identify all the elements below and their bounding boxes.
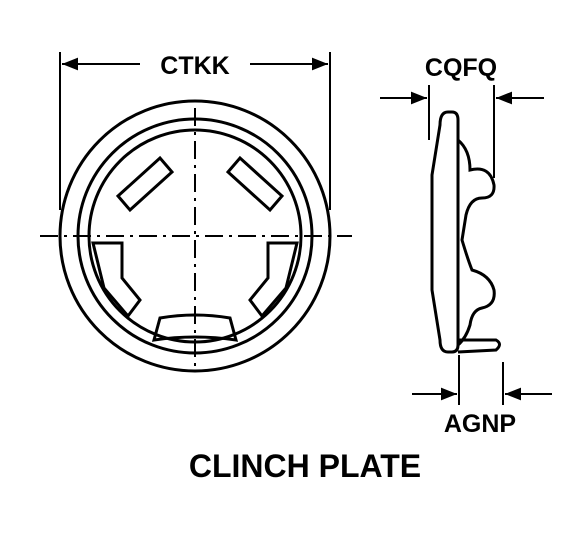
front-view: CTKK [40,52,352,373]
thickness-label: CQFQ [425,54,497,82]
tab-cutout-upper-left [115,155,175,213]
diameter-label: CTKK [160,52,229,80]
side-view: CQFQ AGNP [380,54,552,438]
tab-cutout-right [248,241,299,319]
pin-profile [457,338,501,354]
plate-profile [430,110,460,354]
pin-offset-label: AGNP [444,410,516,438]
tab-cutout-left [91,241,142,319]
raised-tab-profile [456,138,496,347]
tab-cutout-upper-right [225,155,285,213]
drawing-title: CLINCH PLATE [189,448,421,484]
tab-cutout-bottom [151,313,239,342]
